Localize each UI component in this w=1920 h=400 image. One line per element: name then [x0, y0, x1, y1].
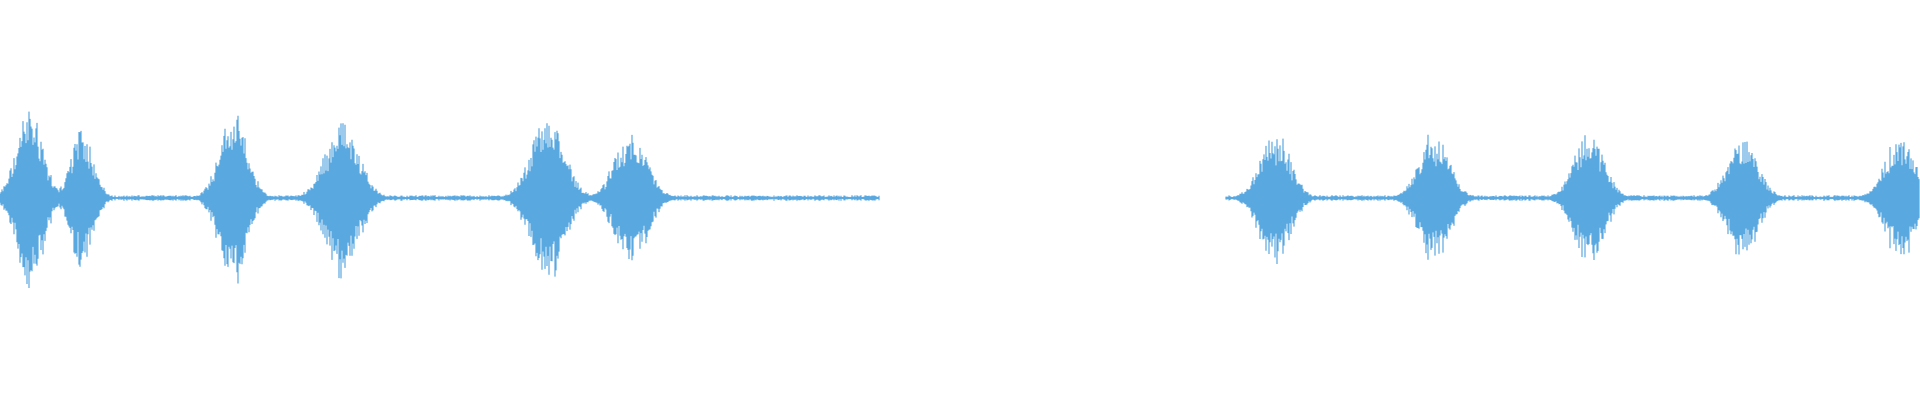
- waveform-tail: [639, 197, 875, 199]
- waveform-path: [0, 111, 1920, 288]
- waveform-bars: [0, 111, 1920, 288]
